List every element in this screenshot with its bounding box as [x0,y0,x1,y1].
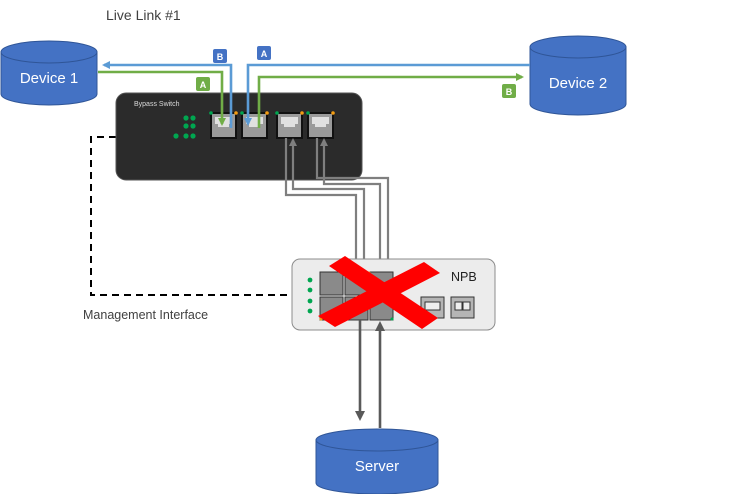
device-2[interactable]: Device 2 [529,35,627,116]
npb-status-leds [307,277,313,314]
tap-link-2 [289,138,366,268]
switch-port-2[interactable] [240,111,269,139]
link-a-from-device-1 [98,70,226,126]
svg-text:A: A [200,80,207,90]
failure-cross-icon [318,256,440,329]
switch-status-leds [173,115,196,139]
svg-text:B: B [217,52,224,62]
npb-device[interactable]: NPB [291,256,496,331]
switch-port-4[interactable] [306,111,335,139]
link-b-to-device-1 [102,61,233,128]
link-b-to-device-2 [257,73,524,128]
switch-port-1[interactable] [209,111,238,139]
device-1-label: Device 1 [20,70,78,87]
live-link-title: Live Link #1 [106,7,181,23]
server[interactable]: Server [315,428,439,494]
svg-text:A: A [261,49,268,59]
server-links [355,320,385,428]
management-interface-label: Management Interface [83,308,208,322]
badge-a-device-1: A [196,77,210,91]
link-a-from-device-2 [244,63,530,126]
tap-link-4 [320,138,382,268]
live-links [98,61,530,128]
badge-b-device-2: B [502,84,516,98]
tap-link-1 [284,138,358,268]
npb-label: NPB [451,270,477,284]
badge-a-device-2: A [257,46,271,60]
tap-link-3 [315,138,390,268]
management-link [90,136,296,296]
svg-text:B: B [506,87,513,97]
badge-b-device-1: B [213,49,227,63]
switch-port-3[interactable] [275,111,304,139]
server-label: Server [355,458,399,475]
device-1[interactable]: Device 1 [0,40,98,106]
bypass-switch-label: Bypass Switch [134,101,180,108]
tap-links [284,138,390,268]
device-2-label: Device 2 [549,75,607,92]
